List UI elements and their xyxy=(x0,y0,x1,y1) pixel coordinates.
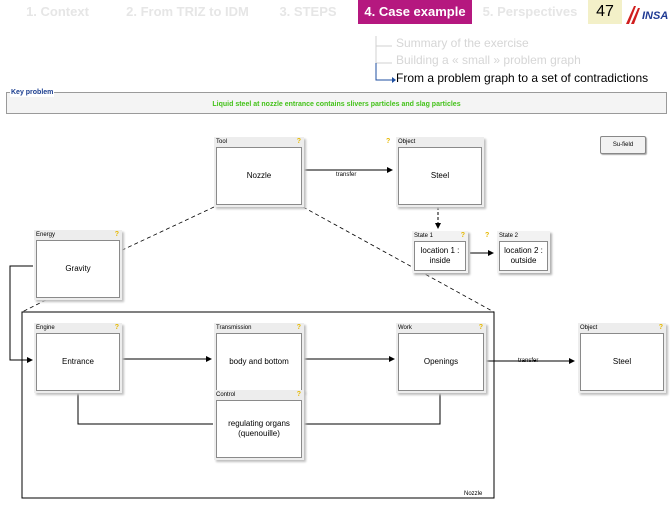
node-type: State 2 xyxy=(499,233,519,239)
state2-node[interactable]: State 2 ? location 2 : outside xyxy=(485,231,550,273)
nozzle-system-label: Nozzle xyxy=(464,491,483,497)
node-label: Nozzle xyxy=(216,147,302,205)
page-number: 47 xyxy=(588,0,622,24)
node-label: location 2 : outside xyxy=(499,241,548,271)
node-label: Steel xyxy=(398,147,482,205)
help-icon[interactable]: ? xyxy=(460,232,465,239)
subnav-contradictions[interactable]: From a problem graph to a set of contrad… xyxy=(396,71,649,85)
engine-node[interactable]: Engine ? Entrance xyxy=(34,323,122,393)
subnav-summary[interactable]: Summary of the exercise xyxy=(396,36,529,50)
help-icon[interactable]: ? xyxy=(658,324,663,331)
node-type: Tool xyxy=(216,139,228,145)
transfer-label-right: transfer xyxy=(518,358,539,364)
key-problem-text: Liquid steel at nozzle entrance contains… xyxy=(212,101,461,108)
state1-node[interactable]: State 1 ? location 1 : inside xyxy=(412,231,468,273)
help-icon[interactable]: ? xyxy=(478,324,483,331)
insa-logo: INSA xyxy=(626,6,668,24)
tab-triz-to-idm[interactable]: 2. From TRIZ to IDM xyxy=(117,0,258,24)
help-icon[interactable]: ? xyxy=(386,138,391,145)
help-icon[interactable]: ? xyxy=(485,232,490,239)
object-right-node[interactable]: Object ? Steel xyxy=(578,323,666,393)
key-problem-label: Key problem xyxy=(10,89,55,97)
node-type: State 1 xyxy=(414,233,434,239)
node-type: Work xyxy=(398,325,412,331)
tab-context[interactable]: 1. Context xyxy=(0,0,115,24)
tool-node[interactable]: Tool ? Nozzle xyxy=(214,137,304,207)
energy-node[interactable]: Energy ? Gravity xyxy=(34,230,122,300)
su-field-button[interactable]: Su-field xyxy=(600,136,646,154)
help-icon[interactable]: ? xyxy=(296,391,301,398)
subnav-building-graph[interactable]: Building a « small » problem graph xyxy=(396,53,581,67)
control-node[interactable]: Control ? regulating organs (quenouille) xyxy=(214,390,304,460)
node-type: Object xyxy=(398,139,416,145)
transfer-label-top: transfer xyxy=(336,172,357,178)
node-type: Transmission xyxy=(216,325,252,331)
work-node[interactable]: Work ? Openings xyxy=(396,323,486,393)
tab-perspectives[interactable]: 5. Perspectives xyxy=(474,0,586,24)
transmission-node[interactable]: Transmission ? body and bottom xyxy=(214,323,304,393)
svg-text:INSA: INSA xyxy=(642,10,668,22)
tab-steps[interactable]: 3. STEPS xyxy=(260,0,356,24)
help-icon[interactable]: ? xyxy=(114,324,119,331)
node-type: Control xyxy=(216,392,236,398)
node-label: location 1 : inside xyxy=(414,241,466,271)
node-label: body and bottom xyxy=(216,333,302,391)
node-label: Openings xyxy=(398,333,484,391)
node-label: Gravity xyxy=(36,240,120,298)
node-label: regulating organs (quenouille) xyxy=(216,400,302,458)
key-problem-box xyxy=(6,92,667,114)
tab-case-example[interactable]: 4. Case example xyxy=(358,0,472,24)
node-type: Energy xyxy=(36,232,56,238)
object-top-node[interactable]: Object ? Steel xyxy=(386,137,484,207)
help-icon[interactable]: ? xyxy=(296,324,301,331)
help-icon[interactable]: ? xyxy=(296,138,301,145)
node-type: Engine xyxy=(36,325,55,331)
help-icon[interactable]: ? xyxy=(114,231,119,238)
node-type: Object xyxy=(580,325,598,331)
node-label: Steel xyxy=(580,333,664,391)
node-label: Entrance xyxy=(36,333,120,391)
